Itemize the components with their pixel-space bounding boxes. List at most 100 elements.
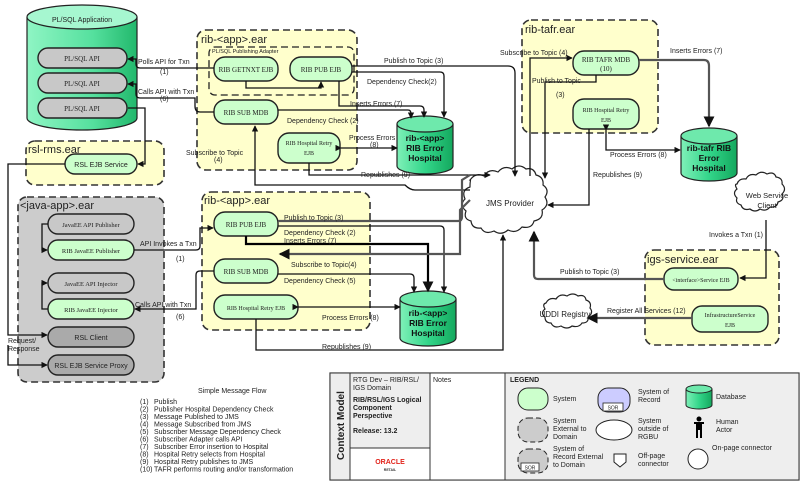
rib-hospital-retry-top[interactable] [277,132,341,164]
label-polls-api: Polls API for Txn [138,59,190,66]
label-calls-api-mid-num: (6) [176,314,185,321]
rib-javaee-injector-label: RIB JavaEE Injector [64,307,119,314]
legend-outside-label-2: outside of [638,426,668,433]
perspective-line-3: Perspective [353,413,392,420]
rsl-ejb-service-proxy[interactable] [47,354,135,376]
label-polls-api-num: (1) [160,69,169,76]
legend-sor-external-label-3: to Domain [553,462,585,469]
message-flow-num: (2) [140,407,149,414]
domain-line-1: RTG Dev – RIB/RSL/ [353,377,419,384]
rib-sub-mdb-mid-label: RIB SUB MDB [224,268,269,276]
label-subscribe-topic-top-num: (4) [214,157,223,164]
rsl-ejb-service-proxy-label: RSL EJB Service Proxy [54,363,128,370]
oracle-logo [368,455,412,475]
label-subscribe-topic-top: Subscribe to Topic [186,150,244,157]
label-request: Request/ [8,338,36,345]
plsql-api-1[interactable] [37,47,128,69]
message-flow-num: (10) [140,467,152,474]
label-dep-check-top-b: Dependency Check (2) [287,118,359,125]
label-publish-topic-igs: Publish to Topic (3) [560,269,619,276]
hospital-db-mid-label-2: RIB Error [409,318,447,328]
message-flow-num: (3) [140,414,149,421]
hospital-db-tafr-label-3: Hospital [692,163,726,173]
plsql-api-3[interactable] [37,97,128,119]
context-model-label: Context Model [336,391,347,460]
legend-sor-external-tag-text: SOR [525,466,536,472]
interface-service-ejb-label: <interface>Service EJB [672,277,729,284]
label-register-services: Register All Services (12) [607,308,686,315]
label-dep-check-top-a: Dependency Check(2) [367,79,437,86]
message-flow-num: (5) [140,429,149,436]
label-process-errors-top: Process Errors [349,135,396,142]
rib-javaee-publisher-label: RIB JavaEE Publisher [62,248,121,255]
label-tafr-inserts-errors: Inserts Errors (7) [670,48,723,55]
message-flow-num: (6) [140,437,149,444]
rsl-ejb-service-label: RSL EJB Service [74,162,128,169]
hospital-db-top [396,115,454,175]
message-flow-item: Message Published to JMS [154,414,239,421]
human-actor-icon [694,416,704,438]
legend-database-label: Database [716,394,746,401]
rib-hospital-retry-tafr[interactable] [572,98,640,130]
hospital-db-tafr-label-2: Error [699,153,720,163]
connection-lines [7,54,767,369]
igs-service-ear-label: igs-service.ear [647,254,719,266]
plsql-api-2[interactable] [37,72,128,94]
offpage-connector-icon [613,453,627,468]
hospital-db-mid [399,290,457,347]
rib-tafr-mdb[interactable] [572,50,640,76]
rib-hospital-retry-mid-label: RIB Hospital Retry EJB [227,306,285,312]
javaee-api-publisher-label: JavaEE API Publisher [62,222,120,229]
uddi-registry-label: UDDI Registry [539,310,590,319]
legend-external-label-3: Domain [553,434,577,441]
rib-pub-ejb-mid-label: RIB PUB EJB [226,221,267,229]
message-flow-item: Subscriber Adapter calls API [154,437,242,444]
hospital-db-top-label-1: rib-<app> [406,133,445,143]
label-tafr-republishes: Republishes (9) [593,172,642,179]
hospital-db-top-label-3: Hospital [408,153,442,163]
label-subscribe-topic-mid: Subscribe to Topic(4) [291,262,357,269]
label-api-invokes: API Invokes a Txn [140,241,197,248]
legend-system-swatch [517,387,549,411]
label-publish-topic-top: Publish to Topic (3) [384,58,443,65]
legend-box [504,372,800,481]
legend-external-label-1: System [553,418,577,425]
rib-pub-ejb-top[interactable] [289,56,353,82]
rib-pub-ejb-top-label: RIB PUB EJB [301,66,342,74]
javaee-api-injector-label: JavaEE API Injector [64,281,118,288]
hospital-db-tafr-label-1: rib-tafr RIB [687,143,731,153]
legend-human-label-2: Actor [716,427,733,434]
java-app-ear-label: <java-app>.ear [20,200,94,212]
message-flow-item: TAFR performs routing and/or transformat… [154,467,293,474]
label-publish-topic-mid: Publish to Topic (3) [284,215,343,222]
message-flow-item: Publisher Hospital Dependency Check [154,407,274,414]
message-flow-num: (4) [140,422,149,429]
perspective-line-1: RIB/RSL/IGS Logical [353,397,422,404]
message-flow-title: Simple Message Flow [198,388,267,395]
message-flow-item: Hospital Retry selects from Hospital [154,452,265,459]
plsql-api-2-label: PL/SQL API [64,80,100,88]
plsql-application-label: PL/SQL Application [52,17,112,24]
legend-outside-label-3: RGBU [638,434,658,441]
infrastructure-service-ejb-label-2: EJB [725,323,735,329]
oracle-logo-sub: RETAIL [384,468,397,472]
rib-sub-mdb-top-label: RIB SUB MDB [224,109,269,117]
label-api-invokes-num: (1) [176,256,185,263]
plsql-api-3-label: PL/SQL API [64,105,100,113]
message-flow-num: (7) [140,444,149,451]
perspective-line-2: Component [353,405,393,412]
message-flow-item: Hospital Retry publishes to JMS [154,459,254,466]
infrastructure-service-ejb-label-1: InfrastructureService [705,312,756,319]
rib-app-ear-top-label: rib-<app>.ear [201,34,267,46]
label-dep-check-mid: Dependency Check (2) [284,230,356,237]
rsl-client[interactable] [47,326,135,348]
jms-provider-cloud [461,165,548,234]
label-inserts-errors-mid: Inserts Errors (7) [284,238,337,245]
javaee-api-injector[interactable] [47,272,135,294]
label-process-errors-top-num: (8) [370,142,379,149]
label-invokes-txn-ws: Invokes a Txn (1) [709,232,763,239]
rib-tafr-mdb-label-2: (10) [600,65,612,73]
message-flow-num: (8) [140,452,149,459]
onpage-connector-icon [687,448,709,470]
oracle-logo-text: ORACLE [375,459,405,466]
